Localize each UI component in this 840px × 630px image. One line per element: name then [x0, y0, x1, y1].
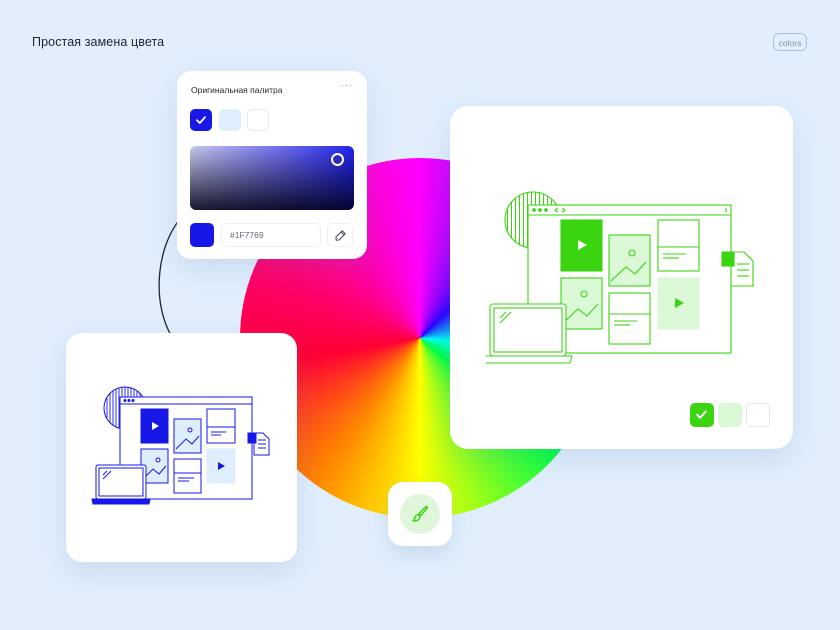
swatch-blue[interactable] — [190, 109, 212, 131]
eyedropper-button[interactable] — [327, 223, 353, 247]
picker-handle[interactable] — [331, 153, 344, 166]
swatch-light-blue[interactable] — [219, 109, 241, 131]
page-title: Простая замена цвета — [32, 35, 165, 49]
recolored-illustration-card — [450, 106, 793, 449]
result-swatch-green[interactable] — [690, 403, 714, 427]
palette-card: Оригинальная палитра ··· — [177, 71, 367, 259]
paint-brush-icon — [412, 505, 429, 522]
palette-title: Оригинальная палитра — [191, 85, 283, 95]
more-icon[interactable]: ··· — [340, 80, 354, 91]
check-icon — [696, 410, 707, 419]
illustration-strokes — [91, 386, 270, 505]
original-illustration-card — [66, 333, 297, 562]
blue-browser-illustration — [91, 386, 270, 505]
tag-badge: colors — [773, 33, 807, 51]
hex-input[interactable] — [221, 223, 321, 247]
eyedropper-icon — [335, 230, 346, 241]
brush-button[interactable] — [388, 482, 452, 546]
green-browser-illustration — [486, 191, 754, 364]
illustration-strokes — [486, 191, 754, 364]
check-icon — [196, 116, 206, 124]
color-picker-field[interactable] — [190, 146, 354, 210]
result-swatch-white[interactable] — [746, 403, 770, 427]
current-color-swatch — [190, 223, 214, 247]
result-swatch-light-green[interactable] — [718, 403, 742, 427]
brush-icon-background — [400, 494, 440, 534]
swatch-white[interactable] — [247, 109, 269, 131]
